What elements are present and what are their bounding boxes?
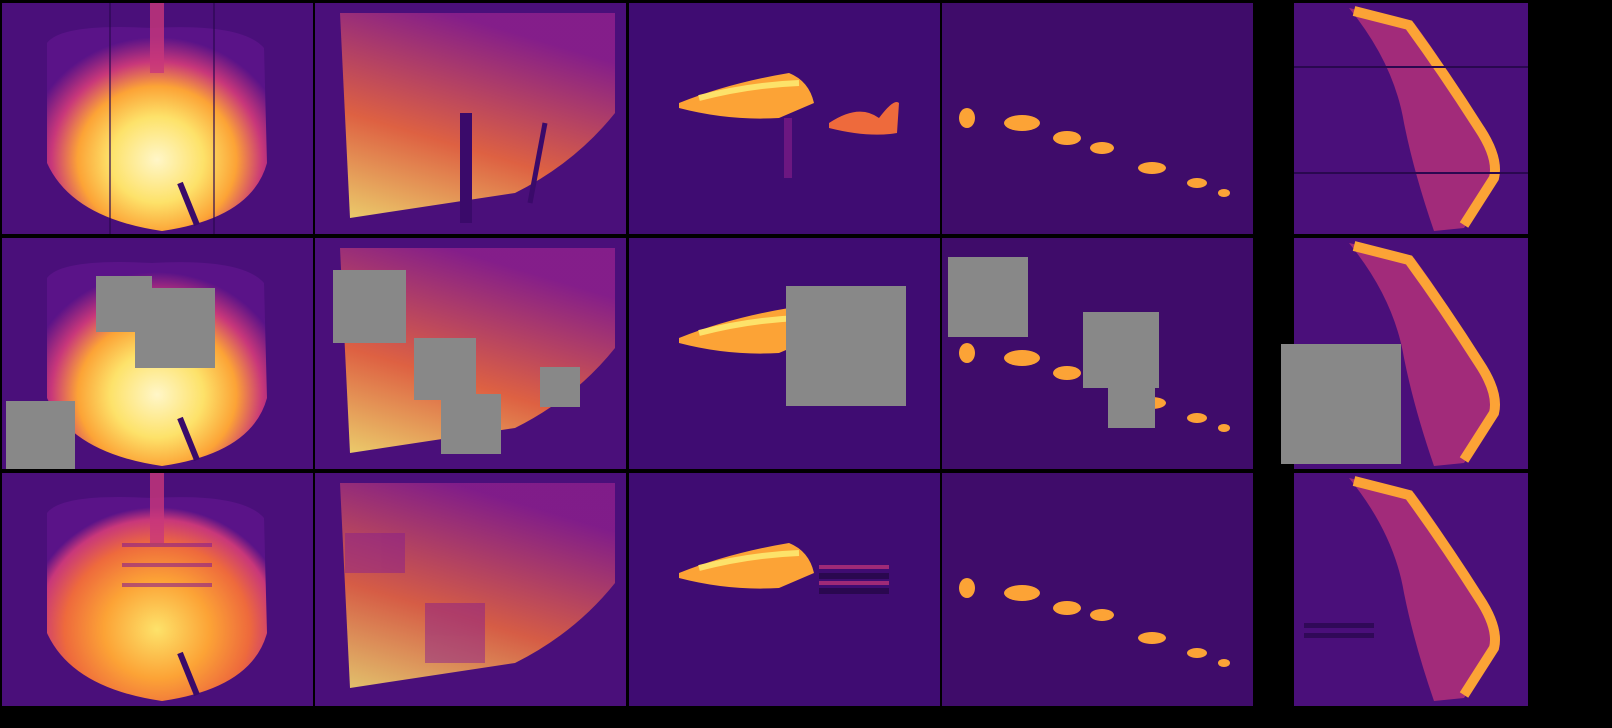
- tile-reconstructed-2: [315, 473, 626, 706]
- tile-reconstructed-4: [942, 473, 1253, 706]
- tile-original-2: [315, 3, 626, 234]
- mask-patch: [540, 367, 580, 407]
- thermal-image: [942, 473, 1253, 706]
- thermal-image: [1294, 473, 1528, 706]
- tile-original-3: [629, 3, 940, 234]
- thermal-image: [629, 3, 940, 234]
- tile-original-4: [942, 3, 1253, 234]
- tile-original-1: [2, 3, 313, 234]
- mask-patch: [786, 286, 906, 406]
- tile-reconstructed-5: [1294, 473, 1528, 706]
- thermal-image: [1294, 3, 1528, 234]
- tile-masked-4: [942, 238, 1253, 469]
- tile-original-5: [1294, 3, 1528, 234]
- tile-reconstructed-1: [2, 473, 313, 706]
- tile-masked-2: [315, 238, 626, 469]
- mask-patch: [135, 288, 215, 368]
- mask-patch: [333, 270, 406, 343]
- thermal-image: [315, 3, 626, 234]
- mask-patch: [441, 394, 501, 454]
- thermal-image: [629, 473, 940, 706]
- mask-patch: [414, 338, 476, 400]
- tile-reconstructed-3: [629, 473, 940, 706]
- mask-patch: [948, 257, 1028, 337]
- mask-patch: [1108, 378, 1155, 428]
- tile-masked-1: [2, 238, 313, 469]
- tile-masked-3: [629, 238, 940, 469]
- thermal-image: [942, 3, 1253, 234]
- thermal-image: [2, 3, 313, 234]
- mask-patch: [1281, 344, 1401, 464]
- thermal-image: [2, 473, 313, 706]
- mask-patch: [6, 401, 75, 469]
- mask-patch: [1083, 312, 1159, 388]
- thermal-image: [315, 473, 626, 706]
